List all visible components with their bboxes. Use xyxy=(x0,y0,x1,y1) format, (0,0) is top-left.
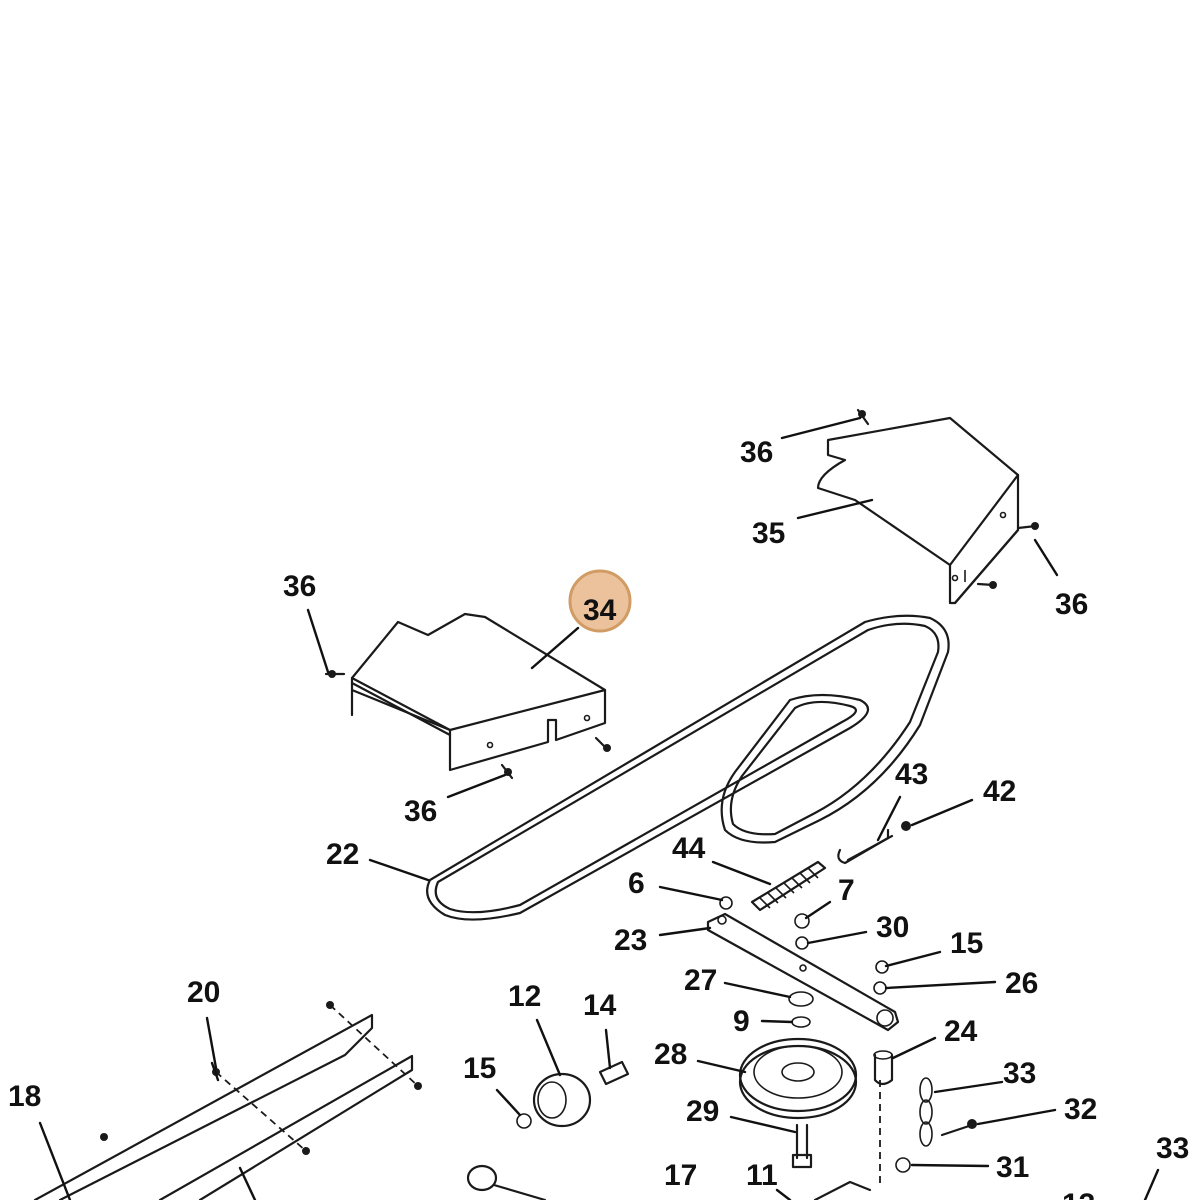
callout-31[interactable]: 31 xyxy=(996,1151,1029,1184)
bolt-36-right[interactable] xyxy=(1016,522,1039,530)
spindle-24[interactable] xyxy=(873,1050,894,1086)
callout-18[interactable]: 18 xyxy=(8,1080,41,1113)
washer-30[interactable] xyxy=(795,936,809,950)
pulley-28[interactable] xyxy=(738,1037,858,1120)
callout-36-bottom[interactable]: 36 xyxy=(404,795,437,828)
bolt-36-top[interactable] xyxy=(856,408,870,426)
callout-hotspot-34[interactable] xyxy=(568,569,632,633)
callout-24[interactable]: 24 xyxy=(944,1015,978,1048)
callout-14[interactable]: 14 xyxy=(583,989,617,1022)
nut-7[interactable] xyxy=(794,913,810,929)
chain-33[interactable] xyxy=(919,1077,933,1147)
callout-6[interactable]: 6 xyxy=(628,867,645,900)
callout-12[interactable]: 12 xyxy=(508,980,541,1013)
callout-23[interactable]: 23 xyxy=(614,924,647,957)
rod-43[interactable] xyxy=(837,828,894,865)
callout-28[interactable]: 28 xyxy=(654,1038,687,1071)
callout-22[interactable]: 22 xyxy=(326,838,359,871)
callout-11[interactable]: 11 xyxy=(746,1159,778,1192)
bolt-32[interactable] xyxy=(940,1119,977,1137)
callout-13[interactable]: 13 xyxy=(1062,1188,1095,1200)
spring-44[interactable] xyxy=(750,860,827,912)
nut-31[interactable] xyxy=(895,1157,911,1173)
bushing-27[interactable] xyxy=(788,991,814,1007)
bracket-20[interactable] xyxy=(33,1001,422,1200)
belt-guard-35[interactable] xyxy=(816,416,1020,605)
idler-pulley-12[interactable] xyxy=(532,1072,592,1128)
callout-17[interactable]: 17 xyxy=(664,1159,697,1192)
washer-9[interactable] xyxy=(791,1016,811,1028)
callout-35[interactable]: 35 xyxy=(752,517,785,550)
callout-32[interactable]: 32 xyxy=(1064,1093,1097,1126)
callout-30[interactable]: 30 xyxy=(876,911,909,944)
callout-15-upper[interactable]: 15 xyxy=(950,927,983,960)
washer-6[interactable] xyxy=(719,896,733,910)
callout-44[interactable]: 44 xyxy=(672,832,706,865)
nut-42[interactable] xyxy=(901,821,911,831)
rod-end-17[interactable] xyxy=(466,1164,547,1200)
callout-26[interactable]: 26 xyxy=(1005,967,1038,1000)
callout-42[interactable]: 42 xyxy=(983,775,1016,808)
callout-29[interactable]: 29 xyxy=(686,1095,719,1128)
callout-7[interactable]: 7 xyxy=(838,874,855,907)
bolt-34-right[interactable] xyxy=(594,736,611,752)
callout-33-chain[interactable]: 33 xyxy=(1003,1057,1036,1090)
bolt-29[interactable] xyxy=(791,1123,813,1169)
v-belt-22[interactable] xyxy=(426,614,950,921)
callout-36-left[interactable]: 36 xyxy=(283,570,316,603)
idler-arm-23[interactable] xyxy=(706,912,900,1032)
belt-guard-34[interactable] xyxy=(350,612,607,772)
washer-26[interactable] xyxy=(873,981,887,995)
bolt-36-bottom[interactable] xyxy=(500,763,514,780)
bolt-36-left[interactable] xyxy=(324,670,346,678)
callout-20[interactable]: 20 xyxy=(187,976,220,1009)
nut-15-lower[interactable] xyxy=(516,1113,532,1129)
shaft-11[interactable] xyxy=(813,1180,872,1200)
leader-lines xyxy=(38,416,1160,1200)
callout-15-lower[interactable]: 15 xyxy=(463,1052,496,1085)
callout-36-top[interactable]: 36 xyxy=(740,436,773,469)
callout-36-right[interactable]: 36 xyxy=(1055,588,1088,621)
callout-9[interactable]: 9 xyxy=(733,1005,750,1038)
nut-15-upper[interactable] xyxy=(875,960,889,974)
spacer-14[interactable] xyxy=(598,1060,630,1086)
callout-34[interactable]: 34 xyxy=(583,594,617,627)
callout-43[interactable]: 43 xyxy=(895,758,928,791)
callout-27[interactable]: 27 xyxy=(684,964,717,997)
callout-33-edge[interactable]: 33 xyxy=(1156,1132,1189,1165)
bolt-36-lower-right[interactable] xyxy=(976,581,997,589)
callout-labels: 36 35 36 36 34 36 22 43 42 44 6 7 30 23 … xyxy=(8,436,1189,1200)
